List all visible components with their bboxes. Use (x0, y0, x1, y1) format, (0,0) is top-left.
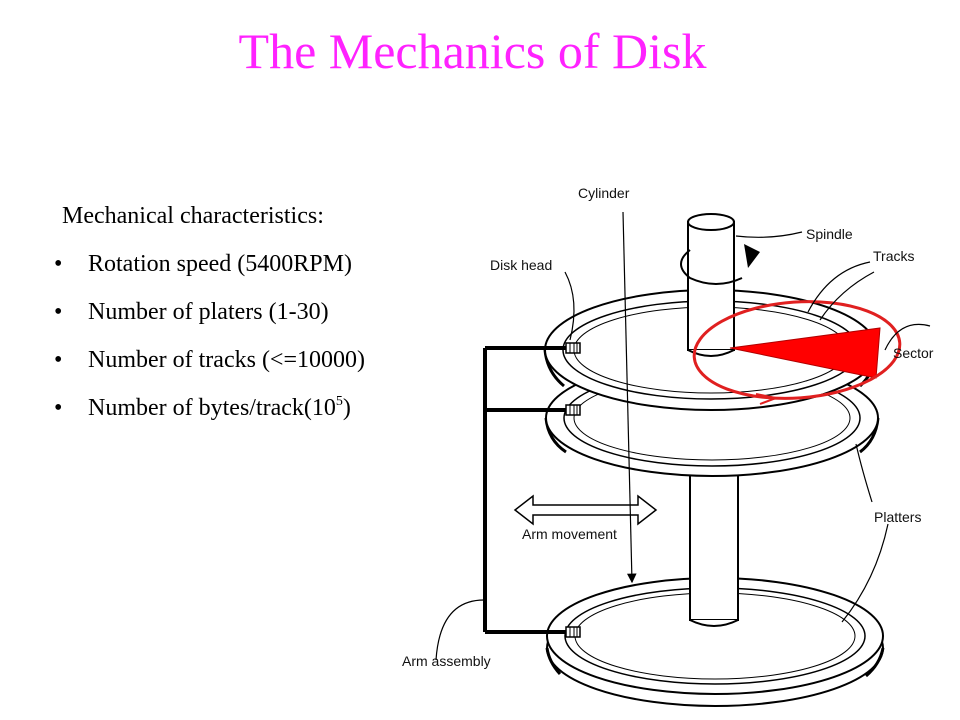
list-item: • Rotation speed (5400RPM) (54, 244, 492, 292)
arm-movement-arrow-icon (513, 494, 658, 526)
bullet-icon: • (54, 395, 63, 421)
characteristics-list: • Rotation speed (5400RPM) • Number of pla… (54, 244, 492, 436)
bullet-text: Rotation speed (5400RPM) (88, 251, 352, 277)
bullet-icon: • (54, 299, 63, 325)
arm-assembly-label: Arm assembly (402, 653, 491, 669)
slide-title: The Mechanics of Disk (238, 23, 707, 79)
characteristics-heading: Mechanical characteristics: (62, 203, 324, 229)
spindle-upper (687, 213, 735, 357)
spindle-label: Spindle (806, 226, 853, 242)
list-item: • Number of bytes/track(105) (54, 388, 492, 436)
leader-lines (435, 211, 931, 661)
disk-head-icon (565, 342, 581, 354)
spindle-lower (689, 469, 739, 627)
arm-assembly (483, 342, 581, 638)
bullet-text-tail: ) (342, 395, 351, 421)
superscript: 5 (335, 394, 343, 409)
arm-movement-label: Arm movement (522, 526, 617, 542)
tracks-label: Tracks (873, 248, 914, 264)
bullet-text: Number of platers (1-30) (88, 299, 329, 325)
list-item: • Number of tracks (<=10000) (54, 340, 492, 388)
list-item: • Number of platers (1-30) (54, 292, 492, 340)
bullet-icon: • (54, 251, 63, 277)
bullet-text: Number of bytes/track(10 (88, 395, 336, 421)
track-highlight-circle (692, 300, 902, 400)
sector-wedge (729, 327, 881, 379)
bullet-icon: • (54, 347, 63, 373)
platters-label: Platters (874, 509, 921, 525)
platter-bottom (545, 577, 885, 707)
sector-label: Sector (893, 345, 934, 361)
cylinder-label: Cylinder (578, 185, 630, 201)
characteristics-text: Mechanical characteristics: • Rotation sp… (54, 196, 492, 436)
disk-head-label: Disk head (490, 257, 552, 273)
rotation-arrow-icon (680, 244, 760, 285)
bullet-text: Number of tracks (<=10000) (88, 347, 365, 373)
